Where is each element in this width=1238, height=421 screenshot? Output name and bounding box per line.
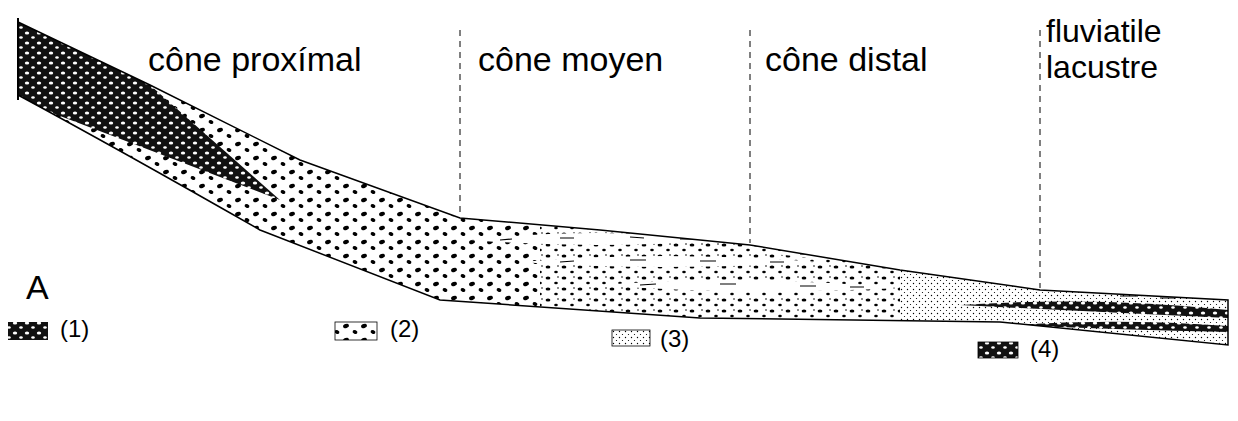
legend-swatch	[335, 322, 377, 340]
legend-label: (2)	[390, 316, 419, 343]
legend-label: (4)	[1030, 336, 1059, 363]
zone-label: cône moyen	[478, 40, 663, 78]
legend-swatch	[612, 330, 650, 346]
legend-label: (3)	[660, 326, 689, 353]
legend-label: (1)	[60, 316, 89, 343]
legend-swatch	[8, 322, 48, 340]
point-marker: A	[26, 268, 49, 306]
zone-label: cône proxímal	[148, 40, 362, 78]
zone-divider	[460, 30, 1040, 288]
zone-label: fluviatile lacustre	[1046, 14, 1226, 86]
legend-swatch	[978, 342, 1018, 358]
zone-label: cône distal	[765, 40, 928, 78]
